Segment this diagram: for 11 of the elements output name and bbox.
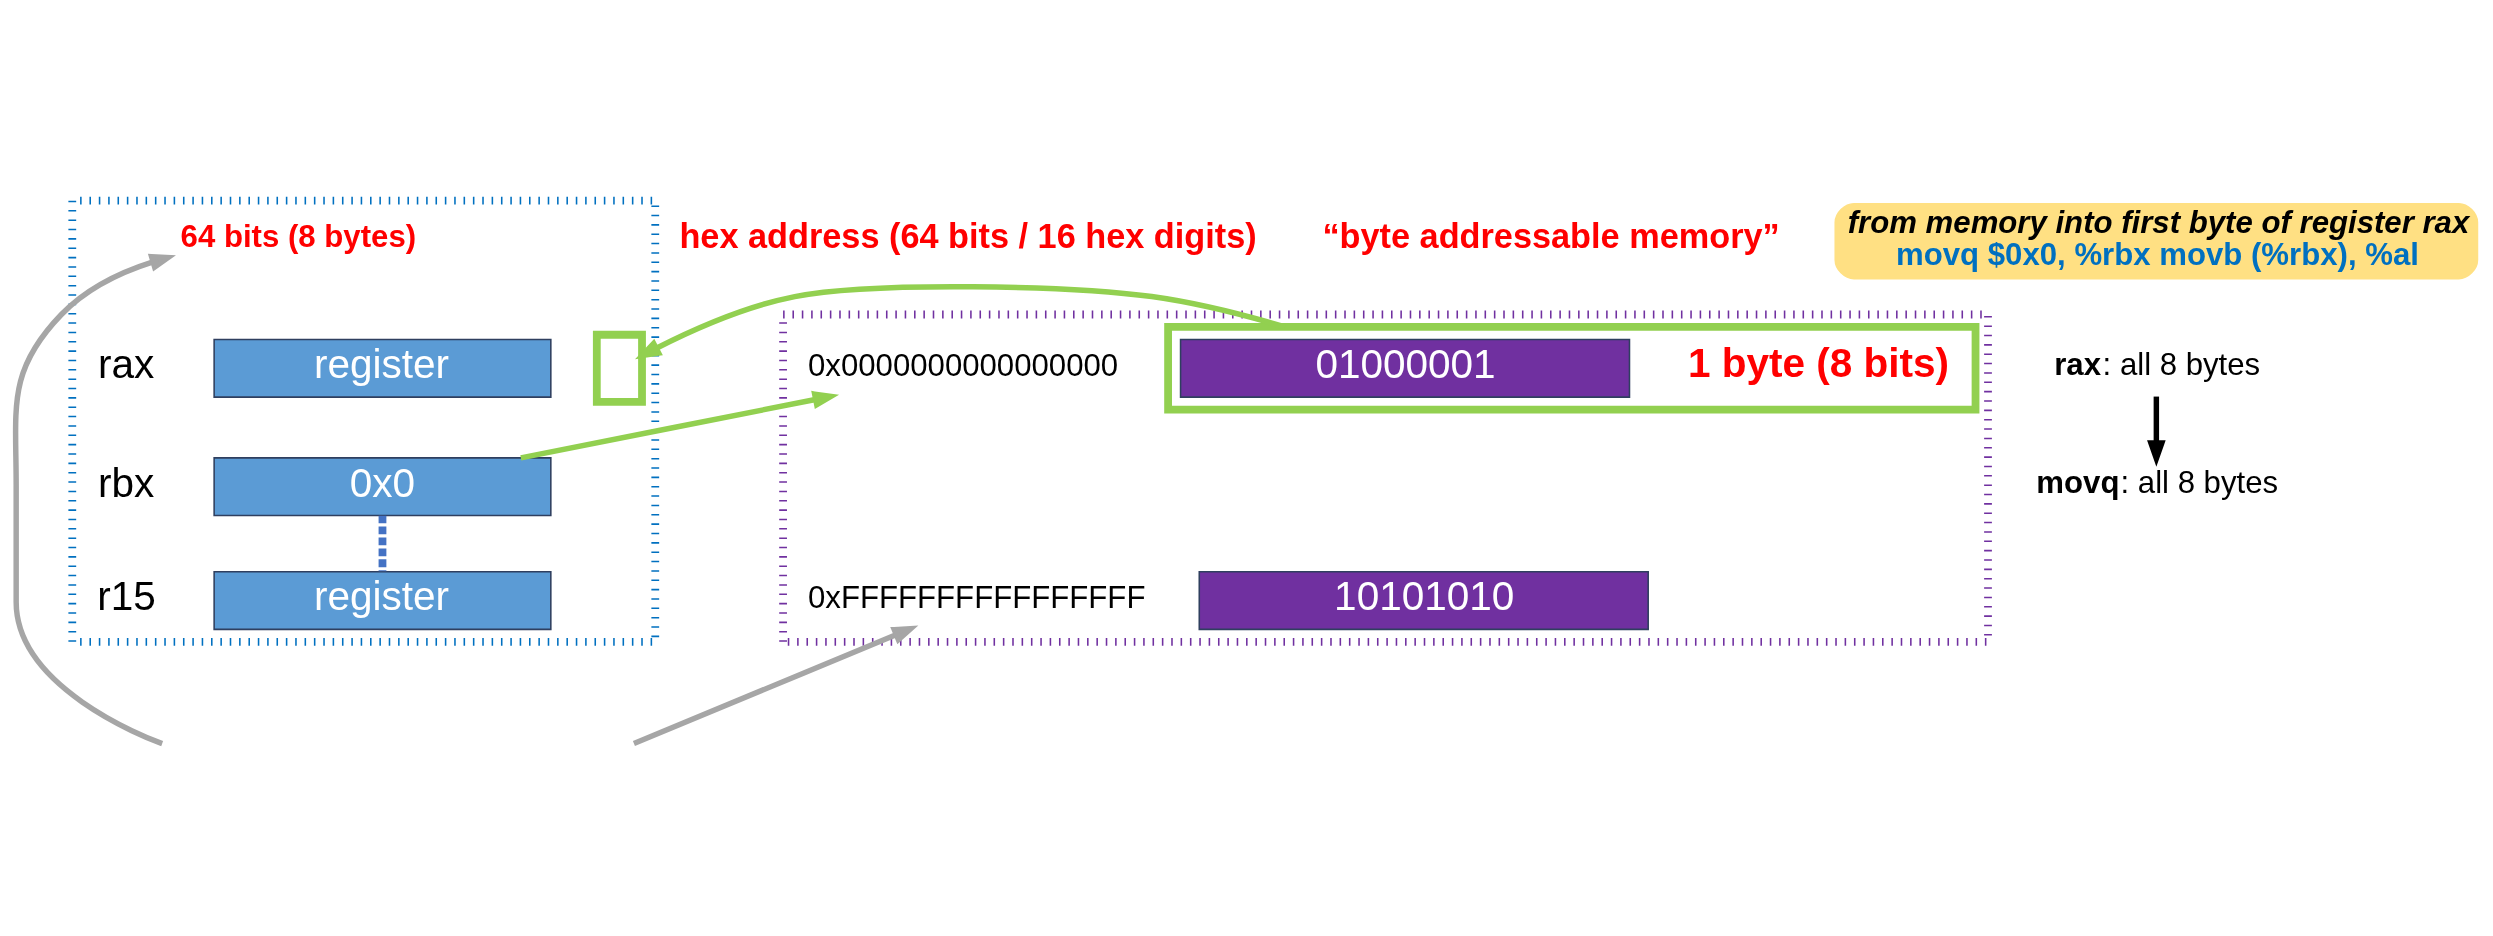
node-text: 0x0000000000000000	[808, 347, 1119, 383]
node-label: rax	[98, 340, 155, 387]
node-label: 1 byte (8 bits)	[1687, 339, 1950, 386]
label: hex address (64 bits / 16 hex digits)	[679, 216, 1257, 255]
node-label: r15	[97, 572, 156, 619]
node-text: movq: all 8 bytes	[2036, 464, 2279, 500]
node-text: 0xFFFFFFFFFFFFFFFF	[808, 579, 1146, 615]
label: “byte addressable memory”	[1322, 216, 1780, 255]
node-text: rax: all 8 bytes	[2054, 346, 2261, 382]
node-text: 64 bits (8 bytes)	[180, 218, 417, 254]
node-label: rbx	[98, 459, 155, 506]
